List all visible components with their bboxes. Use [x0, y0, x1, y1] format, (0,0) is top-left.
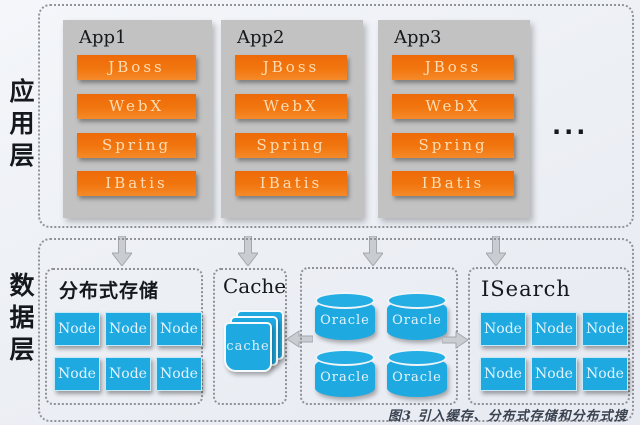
data-layer-label: 数据层 — [6, 272, 35, 368]
component-webx: WebX — [235, 94, 347, 119]
distributed-storage-box: 分布式存储 Node Node Node Node Node Node — [45, 268, 203, 405]
isearch-node: Node — [480, 312, 526, 346]
component-webx: WebX — [392, 94, 514, 119]
isearch-title: ISearch — [481, 277, 571, 301]
more-apps-ellipsis: ... — [552, 112, 589, 140]
app-layer-label: 应用层 — [6, 78, 35, 174]
oracle-label: Oracle — [392, 313, 442, 328]
app-card-app1: App1 JBoss WebX Spring IBatis — [63, 20, 212, 218]
storage-node-grid: Node Node Node Node Node Node — [54, 312, 202, 391]
data-layer-box — [38, 238, 634, 422]
app-title: App2 — [237, 27, 285, 48]
cylinder-top — [387, 349, 447, 366]
cache-sheet-front: cache — [224, 322, 272, 372]
cylinder-top — [315, 349, 375, 366]
oracle-database-icon: Oracle — [387, 292, 447, 340]
component-jboss: JBoss — [235, 55, 347, 80]
oracle-database-icon: Oracle — [315, 349, 375, 397]
storage-node: Node — [105, 312, 151, 346]
app-title: App1 — [79, 27, 127, 48]
component-webx: WebX — [77, 94, 196, 119]
isearch-node: Node — [582, 357, 628, 391]
isearch-node: Node — [531, 312, 577, 346]
right-arrow-icon — [442, 331, 468, 349]
component-ibatis: IBatis — [392, 171, 514, 196]
cache-stack-icon: cache — [215, 270, 289, 407]
oracle-database-icon: Oracle — [315, 292, 375, 340]
isearch-node: Node — [582, 312, 628, 346]
oracle-cluster-box: Oracle Oracle Oracle Oracle — [300, 267, 458, 405]
component-jboss: JBoss — [392, 55, 514, 80]
component-spring: Spring — [392, 133, 514, 158]
app-title: App3 — [394, 27, 442, 48]
cylinder-top — [387, 292, 447, 309]
component-ibatis: IBatis — [235, 171, 347, 196]
isearch-node: Node — [531, 357, 577, 391]
storage-node: Node — [54, 312, 100, 346]
isearch-node-grid: Node Node Node Node Node Node — [480, 312, 628, 391]
storage-node: Node — [105, 357, 151, 391]
oracle-database-icon: Oracle — [387, 349, 447, 397]
app-layer-box — [38, 4, 634, 228]
storage-node: Node — [156, 312, 202, 346]
oracle-label: Oracle — [320, 370, 370, 385]
isearch-box: ISearch Node Node Node Node Node Node — [468, 267, 630, 405]
figure-caption: 图3 引入缓存、分布式存储和分布式搜索引擎 — [388, 409, 628, 424]
cylinder-top — [315, 292, 375, 309]
app-card-app2: App2 JBoss WebX Spring IBatis — [221, 20, 363, 218]
component-ibatis: IBatis — [77, 171, 196, 196]
component-spring: Spring — [77, 133, 196, 158]
cache-box: Cache cache — [213, 268, 287, 405]
storage-node: Node — [156, 357, 202, 391]
oracle-label: Oracle — [320, 313, 370, 328]
app-card-app3: App3 JBoss WebX Spring IBatis — [378, 20, 530, 218]
distributed-storage-title: 分布式存储 — [59, 280, 160, 302]
component-spring: Spring — [235, 133, 347, 158]
storage-node: Node — [54, 357, 100, 391]
isearch-node: Node — [480, 357, 526, 391]
oracle-label: Oracle — [392, 370, 442, 385]
cache-title: Cache — [223, 274, 287, 298]
component-jboss: JBoss — [77, 55, 196, 80]
